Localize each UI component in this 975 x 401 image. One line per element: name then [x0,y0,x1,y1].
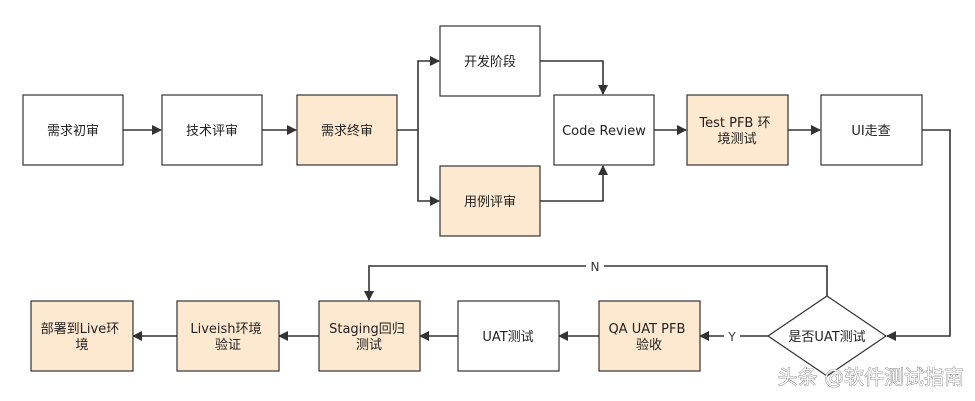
node-n7-line-1: Test PFB 环 [698,116,770,131]
node-n10: QA UAT PFB 验收 [598,300,701,372]
node-n3-box [296,94,398,166]
node-n2-text: 技术评审 [186,124,238,139]
node-n9: 是否UAT测试 [766,295,888,377]
node-n11-box [457,300,560,372]
node-n13-line-1: Liveish环境 [190,322,261,337]
node-n6-text: Code Review [562,124,646,139]
edge-n5-n6 [540,165,608,202]
node-n1-box [22,94,124,166]
node-n5-line-1: 用例评审 [464,195,516,210]
node-n2-line-1: 技术评审 [186,124,238,139]
node-n7: Test PFB 环 境测试 [686,94,789,166]
edge-n4-n6 [540,60,608,95]
edge-split-n4 [417,56,440,130]
node-n5: 用例评审 [439,165,541,237]
node-n4: 开发阶段 [439,25,541,97]
node-n1: 需求初审 [22,94,124,166]
edge-split-n5 [417,130,440,206]
node-n12-line-2: 测试 [356,338,382,353]
node-n4-text: 开发阶段 [464,54,516,70]
node-n14-line-1: 部署到Live环 [41,322,120,337]
node-n8: UI走查 [820,94,923,166]
edge-label-yes: Y [727,330,736,344]
node-n6: Code Review [553,94,655,166]
node-n14-box [30,300,134,372]
node-n1-text: 需求初审 [47,124,99,139]
node-n7-line-2: 境测试 [717,132,756,147]
node-n12-box [318,300,421,372]
edge-label-yes-bg [724,329,740,344]
node-n12: Staging回归 测试 [318,300,421,372]
node-n3: 需求终审 [296,94,398,166]
node-n8-line-1: UI走查 [851,124,890,139]
edge-n8-n9 [886,129,951,341]
node-n9-text: 是否UAT测试 [788,330,865,345]
node-n2-box [161,94,263,166]
node-n6-box [553,94,655,166]
node-n9-diamond [766,295,888,377]
node-n4-box [439,25,541,97]
node-n14-text: 部署到Live环 境 [41,322,124,353]
node-n11-text: UAT测试 [482,330,533,345]
node-n13-text: Liveish环境 验证 [190,322,265,353]
node-n1-line-1: 需求初审 [47,124,99,139]
node-n7-box [686,94,789,166]
node-n3-line-1: 需求终审 [321,123,373,139]
node-n3-text: 需求终审 [321,123,373,139]
node-n5-text: 用例评审 [464,195,516,210]
node-n4-line-1: 开发阶段 [464,54,516,70]
node-n2: 技术评审 [161,94,263,166]
node-n7-text: Test PFB 环 境测试 [698,116,774,147]
node-n10-line-2: 验收 [636,337,662,353]
node-n14-line-2: 境 [75,338,88,353]
node-n12-text: Staging回归 测试 [329,322,409,353]
node-n9-line-1: 是否UAT测试 [788,330,865,345]
edge-label-no-bg [586,258,604,274]
node-n8-box [820,94,923,166]
node-n10-text: QA UAT PFB 验收 [608,322,689,353]
node-n11-line-1: UAT测试 [482,330,533,345]
watermark: 头条 @软件测试指南 [778,365,964,389]
node-n14: 部署到Live环 境 [30,300,134,372]
node-n13-line-2: 验证 [215,337,241,353]
node-n8-text: UI走查 [851,124,890,139]
node-n6-line-1: Code Review [562,124,646,139]
node-n13-box [176,300,280,372]
node-n11: UAT测试 [457,300,560,372]
node-n5-box [439,165,541,237]
node-n13: Liveish环境 验证 [176,300,280,372]
edge-label-no: N [591,260,600,274]
node-n10-box [598,300,701,372]
node-n10-line-1: QA UAT PFB [608,322,685,337]
edges [123,56,951,341]
node-n12-line-1: Staging回归 [329,322,405,337]
